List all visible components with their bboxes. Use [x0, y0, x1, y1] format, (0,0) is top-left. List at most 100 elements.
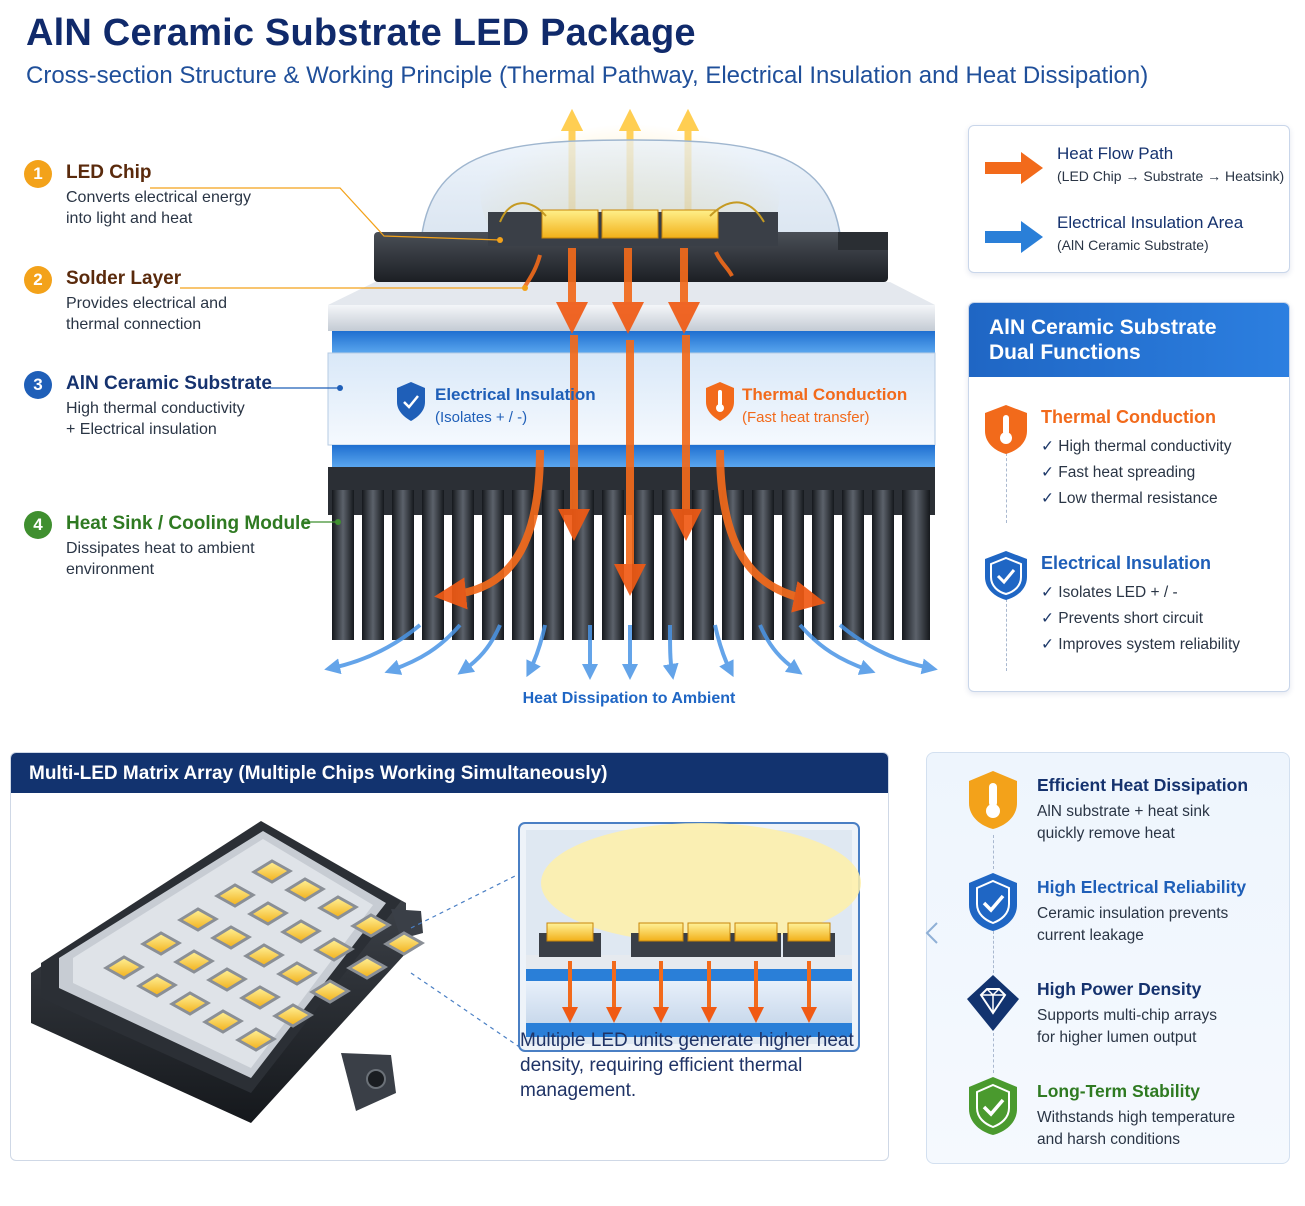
legend-heat-title: Heat Flow Path: [1057, 144, 1174, 163]
page-subtitle: Cross-section Structure & Working Princi…: [26, 62, 1149, 89]
shield-check-icon: [969, 873, 1017, 931]
callout-number: 1: [24, 160, 52, 188]
callout-desc: High thermal conductivity + Electrical i…: [66, 400, 245, 438]
matrix-led-chip: [140, 931, 182, 956]
divider-line: [993, 931, 994, 973]
matrix-led-chip: [206, 967, 248, 992]
callout-title: Solder Layer: [66, 268, 182, 289]
benefit-desc: Ceramic insulation prevents current leak…: [1037, 905, 1229, 944]
list-item: Improves system reliability: [1041, 635, 1240, 661]
insulation-sub: (Isolates + / -): [435, 409, 527, 426]
thermometer-icon: [969, 771, 1017, 829]
matrix-led-chip: [210, 925, 252, 950]
led-chips: [541, 209, 719, 239]
legend-insulation-title: Electrical Insulation Area: [1057, 213, 1244, 232]
benefit-desc: Withstands high temperature and harsh co…: [1037, 1109, 1236, 1148]
list-item: Low thermal resistance: [1041, 489, 1231, 515]
electrical-insulation-section: Electrical Insulation Isolates LED + / -…: [983, 549, 1283, 669]
matrix-array-panel: Multi-LED Matrix Array (Multiple Chips W…: [10, 752, 889, 1161]
matrix-led-chip: [169, 991, 211, 1016]
list-item: Isolates LED + / -: [1041, 583, 1240, 609]
conduction-sub: (Fast heat transfer): [742, 409, 870, 426]
bond-wires: [499, 201, 765, 223]
matrix-led-chip: [247, 901, 289, 926]
benefit-long-term-stability: Long-Term Stability Withstands high temp…: [965, 1075, 1285, 1165]
legend-heat-sub: (LED Chip → Substrate → Heatsink): [1057, 168, 1285, 184]
matrix-led-chip: [239, 985, 281, 1010]
divider-line: [1006, 453, 1007, 523]
benefit-heat-dissipation: Efficient Heat Dissipation AlN substrate…: [965, 769, 1285, 859]
matrix-led-chip: [284, 877, 326, 902]
dual-functions-title: AlN Ceramic Substrate Dual Functions: [969, 303, 1289, 377]
thermometer-icon: [985, 405, 1027, 454]
conduction-label: Thermal Conduction: [742, 385, 907, 404]
callout-title: AlN Ceramic Substrate: [66, 373, 272, 394]
matrix-led-chip: [272, 1003, 314, 1028]
benefit-electrical-reliability: High Electrical Reliability Ceramic insu…: [965, 871, 1285, 961]
matrix-led-chip: [136, 973, 178, 998]
matrix-led-chip: [214, 883, 256, 908]
legend-insulation-sub: (AlN Ceramic Substrate): [1057, 237, 1209, 253]
benefits-panel: Efficient Heat Dissipation AlN substrate…: [925, 752, 1290, 1165]
matrix-led-chip: [243, 943, 285, 968]
legend-insulation: Electrical Insulation Area (AlN Ceramic …: [983, 213, 1283, 269]
benefits-pointer: [925, 922, 938, 944]
electrical-title: Electrical Insulation: [1041, 553, 1212, 573]
callout-desc: Dissipates heat to ambient environment: [66, 540, 255, 578]
callout-number: 4: [24, 511, 52, 539]
benefit-power-density: High Power Density Supports multi-chip a…: [965, 973, 1285, 1063]
leader-lines: [150, 187, 528, 525]
matrix-led-chip: [309, 979, 351, 1004]
zoom-connector-lines: [410, 872, 522, 1049]
led-chip-grid: [103, 859, 425, 1052]
thermal-conduction-section: Thermal Conduction High thermal conducti…: [983, 403, 1283, 523]
dissipation-label: Heat Dissipation to Ambient: [523, 690, 736, 707]
callout-solder-layer: 2 Solder Layer Provides electrical and t…: [24, 266, 324, 336]
benefit-title: High Electrical Reliability: [1037, 877, 1247, 897]
divider-line: [1006, 599, 1007, 671]
divider-line: [993, 835, 994, 869]
dual-functions-panel: AlN Ceramic Substrate Dual Functions The…: [968, 302, 1290, 692]
callout-led-chip: 1 LED Chip Converts electrical energy in…: [24, 160, 324, 230]
insulation-arrow-icon: [985, 221, 1043, 253]
cross-section-diagram: Electrical Insulation (Isolates + / -) T…: [150, 100, 938, 707]
matrix-led-chip: [103, 955, 145, 980]
matrix-led-chip: [350, 913, 392, 938]
conduction-thermometer-icon: [706, 382, 734, 421]
matrix-led-chip: [383, 931, 425, 956]
divider-line: [993, 1033, 994, 1073]
callout-number: 2: [24, 266, 52, 294]
callout-title: Heat Sink / Cooling Module: [66, 513, 311, 534]
matrix-led-chip: [346, 955, 388, 980]
insulation-shield-icon: [397, 382, 425, 421]
matrix-title: Multi-LED Matrix Array (Multiple Chips W…: [11, 753, 888, 793]
matrix-led-chip: [235, 1027, 277, 1052]
list-item: Fast heat spreading: [1041, 463, 1231, 489]
diamond-icon: [967, 975, 1019, 1031]
callout-title: LED Chip: [66, 162, 152, 183]
matrix-led-chip: [251, 859, 293, 884]
legend-heat-flow: Heat Flow Path (LED Chip → Substrate → H…: [983, 144, 1285, 200]
shield-check-icon: [985, 551, 1027, 600]
page-title: AlN Ceramic Substrate LED Package: [26, 12, 696, 54]
list-item: High thermal conductivity: [1041, 437, 1231, 463]
callout-number: 3: [24, 371, 52, 399]
matrix-illustration: [31, 821, 861, 1123]
callout-heat-sink: 4 Heat Sink / Cooling Module Dissipates …: [24, 511, 324, 581]
benefit-desc: Supports multi-chip arrays for higher lu…: [1037, 1007, 1218, 1046]
matrix-led-chip: [317, 895, 359, 920]
callout-aln-substrate: 3 AlN Ceramic Substrate High thermal con…: [24, 371, 324, 441]
matrix-description: Multiple LED units generate higher heat …: [520, 1030, 854, 1101]
dissipation-arrows: [324, 623, 938, 680]
thermal-title: Thermal Conduction: [1041, 407, 1216, 427]
benefit-title: Efficient Heat Dissipation: [1037, 775, 1249, 795]
insulation-label: Electrical Insulation: [435, 385, 596, 404]
matrix-led-chip: [202, 1009, 244, 1034]
callout-desc: Converts electrical energy into light an…: [66, 189, 251, 227]
heat-flow-arrows: [434, 248, 826, 613]
matrix-led-chip: [280, 919, 322, 944]
electrical-list: Isolates LED + / - Prevents short circui…: [1041, 583, 1240, 661]
callout-desc: Provides electrical and thermal connecti…: [66, 295, 227, 333]
benefit-desc: AlN substrate + heat sink quickly remove…: [1037, 803, 1210, 842]
matrix-led-chip: [173, 949, 215, 974]
